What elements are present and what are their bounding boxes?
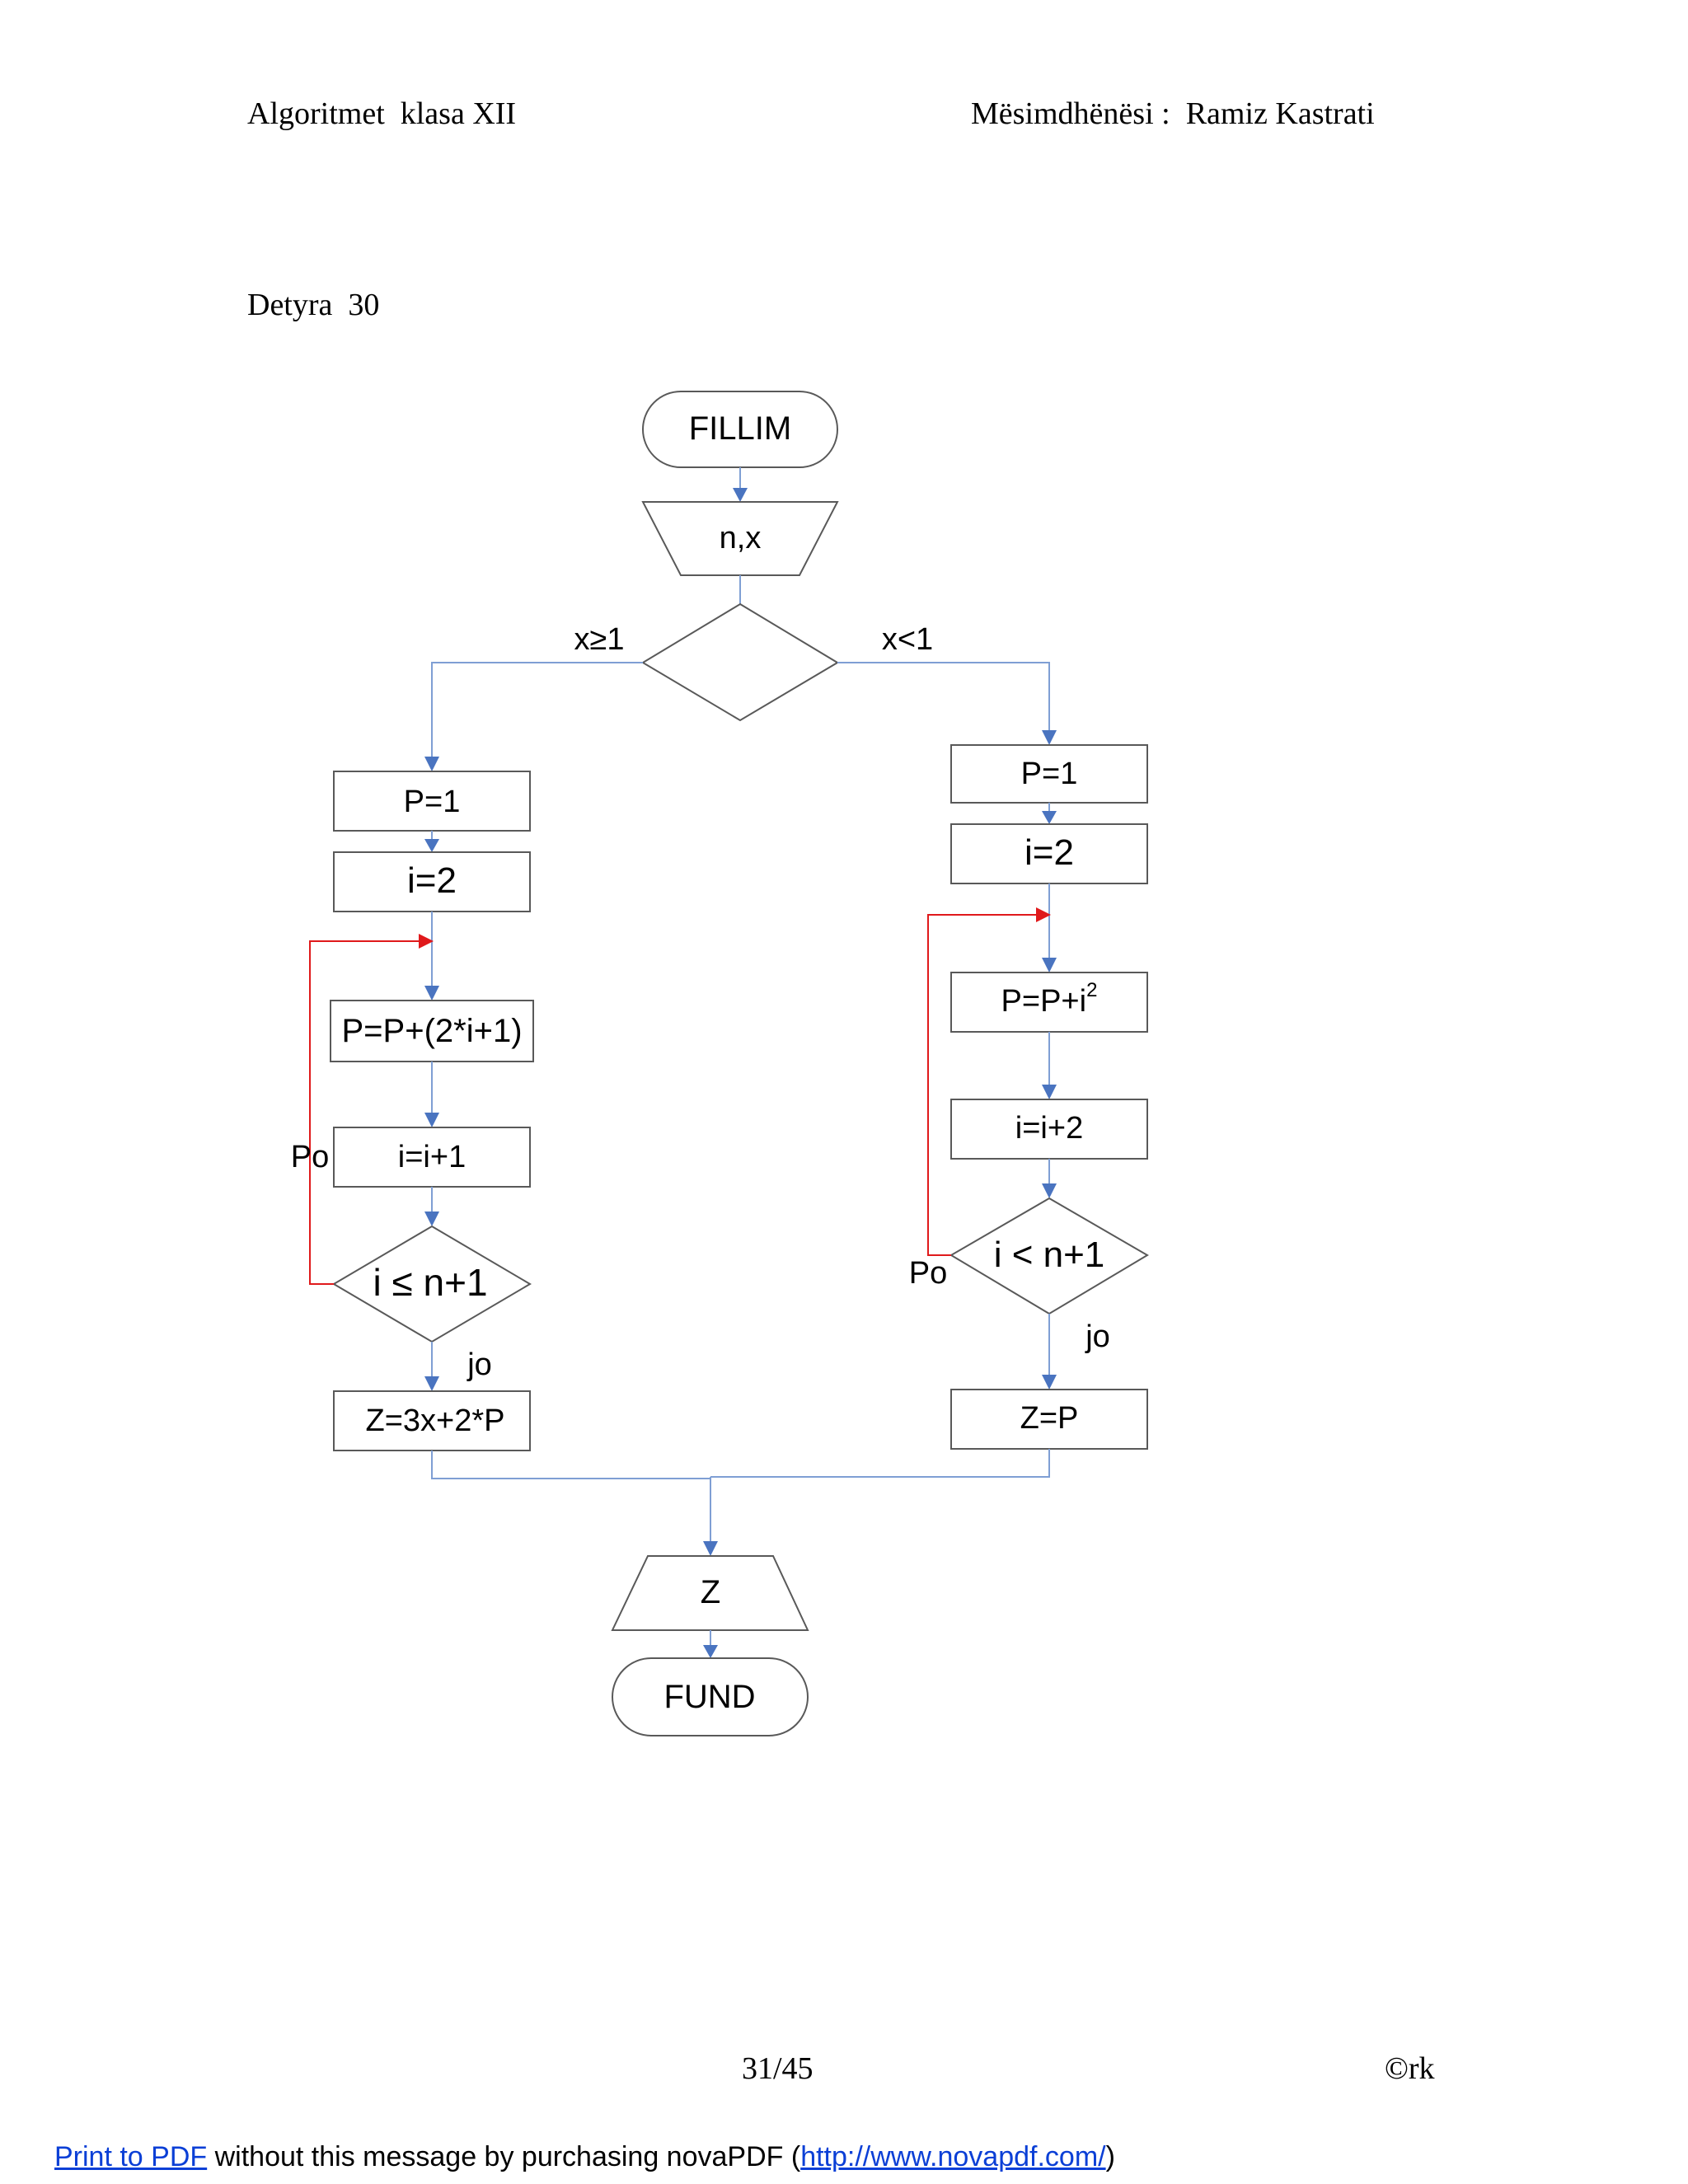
end-label: FUND — [663, 1679, 755, 1715]
right-update-p-exponent: 2 — [1086, 979, 1097, 1001]
header-course-title: Algoritmet klasa XII — [247, 96, 517, 131]
end-terminator — [612, 1657, 809, 1736]
left-init-p-box — [333, 771, 531, 832]
left-result-box — [333, 1390, 531, 1451]
right-loop-arrowhead — [1036, 907, 1051, 922]
page-number: 31/45 — [742, 2051, 814, 2086]
left-yes-label: Po — [291, 1140, 329, 1174]
right-update-p-label: P=P+i2 — [1001, 979, 1098, 1019]
arrowhead-left-result — [424, 1376, 439, 1391]
right-update-p-base: P=P+i — [1001, 984, 1087, 1019]
arrowhead-left-update — [424, 986, 439, 1001]
output-shape — [611, 1555, 809, 1631]
main-decision — [641, 602, 839, 722]
footer-close-paren: ) — [1105, 2141, 1115, 2172]
novapdf-footer: Print to PDF without this message by pur… — [54, 2141, 1115, 2173]
left-loop-arrowhead — [419, 934, 434, 949]
right-no-label: jo — [1085, 1319, 1110, 1354]
arrowhead-end — [703, 1645, 718, 1658]
start-label: FILLIM — [689, 410, 791, 447]
left-init-i-label: i=2 — [407, 860, 457, 901]
arrowhead-right-condition — [1042, 1183, 1057, 1198]
connector-right-merge — [710, 1449, 1050, 1478]
arrowhead-left-p-i — [424, 839, 439, 852]
left-result-label: Z=3x+2*P — [366, 1404, 505, 1438]
arrowhead-right-increment — [1042, 1085, 1057, 1099]
right-init-p-box — [950, 744, 1148, 804]
arrowhead-start-input — [733, 488, 748, 502]
novapdf-url-link[interactable]: http://www.novapdf.com/ — [800, 2141, 1106, 2172]
left-init-i-box — [333, 851, 531, 912]
header-teacher-name: Mësimdhënësi : Ramiz Kastrati — [971, 96, 1375, 131]
right-increment-box — [950, 1099, 1148, 1160]
arrowhead-left-condition — [424, 1212, 439, 1226]
connector-decision-left — [431, 662, 643, 757]
footer-text: without this message by purchasing novaP… — [207, 2141, 801, 2172]
left-loop-connector — [309, 940, 419, 1285]
arrowhead-left-branch — [424, 757, 439, 771]
right-init-i-box — [950, 823, 1148, 884]
task-title: Detyra 30 — [247, 288, 380, 322]
right-result-label: Z=P — [1020, 1401, 1079, 1436]
input-shape — [641, 501, 839, 576]
arrowhead-right-result — [1042, 1375, 1057, 1390]
copyright: ©rk — [1385, 2051, 1435, 2086]
right-condition-label: i < n+1 — [994, 1235, 1105, 1275]
right-yes-label: Po — [909, 1256, 947, 1291]
output-label: Z — [701, 1574, 720, 1610]
right-init-i-label: i=2 — [1025, 832, 1074, 873]
print-to-pdf-link[interactable]: Print to PDF — [54, 2141, 208, 2172]
left-init-p-label: P=1 — [404, 785, 461, 819]
arrowhead-left-increment — [424, 1113, 439, 1127]
arrowhead-right-branch — [1042, 730, 1057, 745]
left-update-p-label: P=P+(2*i+1) — [341, 1013, 522, 1049]
branch-left-label: x≥1 — [574, 622, 625, 657]
connector-decision-right — [837, 662, 1050, 730]
connector-left-merge — [431, 1451, 710, 1479]
right-loop-connector — [927, 914, 1036, 1256]
branch-right-label: x<1 — [882, 622, 933, 657]
arrowhead-right-update — [1042, 958, 1057, 972]
arrowhead-output — [703, 1541, 718, 1556]
left-no-label: jo — [467, 1347, 492, 1382]
left-condition-label: i ≤ n+1 — [373, 1261, 487, 1304]
right-init-p-label: P=1 — [1021, 757, 1078, 791]
arrowhead-right-p-i — [1042, 811, 1057, 824]
right-increment-label: i=i+2 — [1015, 1111, 1083, 1146]
input-label: n,x — [720, 521, 762, 555]
left-increment-label: i=i+1 — [398, 1140, 466, 1174]
right-update-p-box — [950, 972, 1148, 1033]
